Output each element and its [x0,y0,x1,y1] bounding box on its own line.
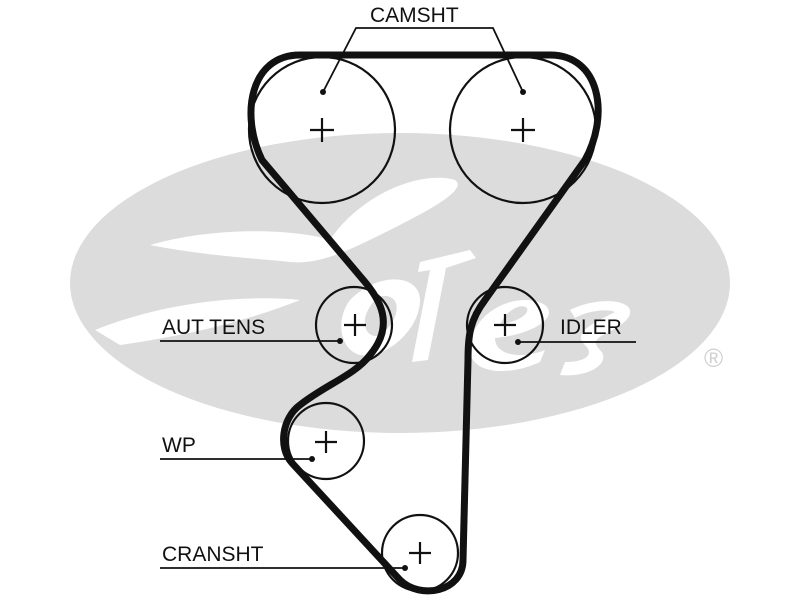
idler-center-icon [494,314,516,336]
watermark-script-t [412,250,476,362]
camshaft-right-pointer-dot [520,89,526,95]
watermark-script-s [560,301,631,376]
camshaft-label: CAMSHT [370,4,459,27]
gates-watermark: ® [70,133,730,433]
watermark-script-a [341,279,420,356]
idler-pulley [465,285,545,365]
watermark-script-swoosh [95,298,300,345]
tensioner-label: AUT TENS [162,316,265,339]
camshaft-leader-line [322,27,524,93]
camshaft-left-pointer-dot [320,89,326,95]
crankshaft-label: CRANSHT [162,543,264,566]
tensioner-center-icon [344,314,366,336]
watermark-script-g [150,177,458,263]
registered-mark: ® [704,343,723,373]
timing-belt [247,51,602,595]
crankshaft-pointer-dot [402,565,408,571]
crankshaft-center-icon [409,542,431,564]
camshaft-left-center-icon [310,118,334,142]
camshaft-right-center-icon [511,118,535,142]
tensioner-pulley [314,285,394,365]
idler-label: IDLER [560,316,622,339]
water-pump-label: WP [162,434,196,457]
idler-pointer-dot [515,339,521,345]
water-pump-pulley [286,401,366,481]
water-pump-pointer-dot [309,456,315,462]
tensioner-pointer-dot [337,338,343,344]
watermark-script-e [470,300,549,372]
water-pump-center-icon [315,431,337,453]
